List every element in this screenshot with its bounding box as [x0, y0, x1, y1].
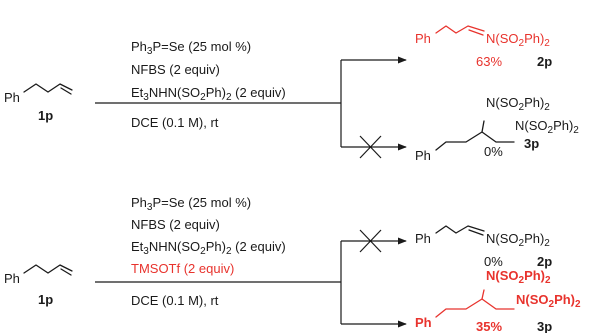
bottom-3p-label: 3p — [537, 319, 552, 333]
top-3p-label: 3p — [524, 136, 539, 151]
top-3p-ph: Ph — [415, 148, 431, 163]
top-3p-n-top: N(SO2Ph)2 — [486, 95, 550, 113]
top-2p-yield: 63% — [476, 54, 502, 69]
top-reactant-ph: Ph — [4, 90, 20, 105]
top-condition-nitrogen-source: Et3NHN(SO2Ph)2 (2 equiv) — [131, 85, 286, 103]
bottom-blocked-cross — [359, 229, 382, 253]
bottom-2p-label: 2p — [537, 254, 552, 269]
bottom-2p-n-group: N(SO2Ph)2 — [486, 231, 550, 249]
bottom-scheme: Ph 1p Ph3P=Se (25 mol %) NFBS (2 equiv) … — [4, 195, 581, 333]
top-reactant-double-bond — [60, 87, 72, 95]
top-3p-n-right: N(SO2Ph)2 — [515, 118, 579, 136]
top-condition-catalyst: Ph3P=Se (25 mol %) — [131, 39, 251, 57]
bottom-3p-n-top: N(SO2Ph)2 — [486, 268, 551, 286]
bottom-3p-yield: 35% — [476, 319, 502, 333]
bottom-condition-solvent: DCE (0.1 M), rt — [131, 293, 219, 308]
bottom-3p-n-right: N(SO2Ph)2 — [516, 292, 581, 310]
bottom-reactant: Ph 1p — [4, 264, 73, 307]
top-3p-n-bond — [481, 120, 485, 133]
top-condition-oxidant: NFBS (2 equiv) — [131, 62, 220, 77]
bottom-2p-ph: Ph — [415, 231, 431, 246]
top-3p-chain — [435, 131, 515, 151]
top-scheme: Ph 1p Ph3P=Se (25 mol %) NFBS (2 equiv) … — [4, 25, 579, 163]
bottom-condition-additive: TMSOTf (2 equiv) — [131, 261, 234, 276]
top-3p-yield: 0% — [484, 144, 503, 159]
top-blocked-cross — [359, 135, 382, 159]
bottom-3p-ph: Ph — [415, 315, 432, 330]
top-reactant-chain — [23, 83, 73, 93]
bottom-condition-catalyst: Ph3P=Se (25 mol %) — [131, 195, 251, 213]
top-2p-label: 2p — [537, 54, 552, 69]
bottom-2p-double-bond — [468, 229, 484, 236]
bottom-condition-oxidant: NFBS (2 equiv) — [131, 217, 220, 232]
top-reactant: Ph 1p — [4, 83, 73, 123]
bottom-reactant-ph: Ph — [4, 271, 20, 286]
bottom-2p-yield: 0% — [484, 254, 503, 269]
top-product-2p: Ph N(SO2Ph)2 63% 2p — [415, 25, 552, 69]
top-condition-solvent: DCE (0.1 M), rt — [131, 115, 219, 130]
top-2p-n-group: N(SO2Ph)2 — [486, 31, 550, 49]
bottom-product-2p: Ph N(SO2Ph)2 0% 2p — [415, 225, 552, 269]
bottom-reactant-double-bond — [60, 268, 72, 276]
bottom-reactant-label: 1p — [38, 292, 53, 307]
top-product-3p: Ph N(SO2Ph)2 N(SO2Ph)2 0% 3p — [415, 95, 579, 163]
bottom-2p-chain — [435, 225, 485, 234]
bottom-product-3p: Ph N(SO2Ph)2 N(SO2Ph)2 35% 3p — [415, 268, 581, 333]
bottom-3p-n-bond — [481, 289, 485, 300]
bottom-condition-nitrogen-source: Et3NHN(SO2Ph)2 (2 equiv) — [131, 239, 286, 257]
bottom-3p-chain — [435, 298, 515, 318]
top-reactant-label: 1p — [38, 108, 53, 123]
top-2p-ph: Ph — [415, 31, 431, 46]
bottom-reactant-chain — [23, 264, 73, 274]
top-2p-double-bond — [468, 29, 484, 36]
top-2p-chain — [435, 25, 485, 34]
